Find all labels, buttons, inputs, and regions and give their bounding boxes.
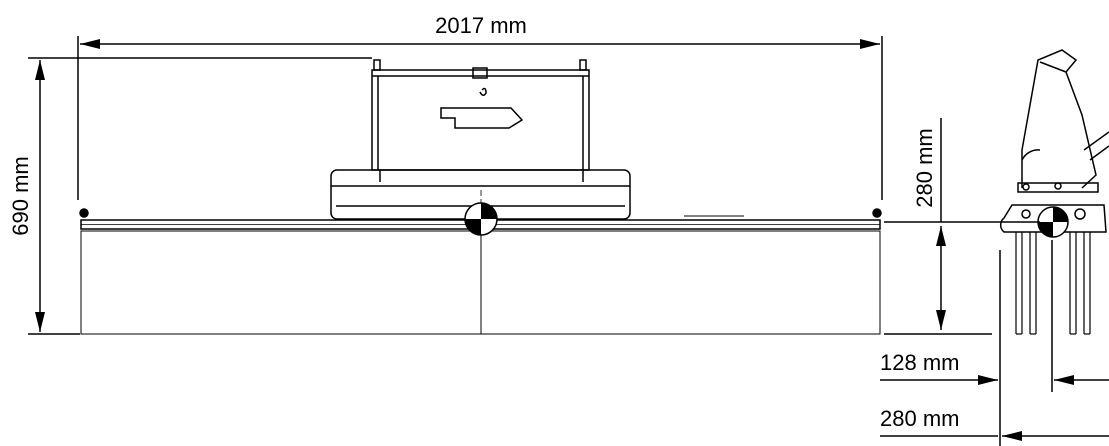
center-marker (464, 190, 498, 250)
dimension-width-label: 2017 mm (435, 13, 527, 38)
dimension-side-height-label: 280 mm (912, 128, 937, 207)
dimension-side-width-small-label: 128 mm (880, 350, 959, 375)
dimension-side-width-small: 128 mm (880, 240, 1109, 446)
side-bristles (1015, 232, 1091, 335)
brush-outline (80, 230, 881, 335)
dimension-width: 2017 mm (77, 13, 883, 200)
front-view (79, 59, 882, 335)
dimension-height-label: 690 mm (8, 156, 33, 235)
dimension-side-width-large-label: 280 mm (880, 406, 959, 431)
side-brush-head (999, 204, 1107, 233)
dimension-height: 690 mm (8, 57, 372, 335)
dimension-side-width-large: 280 mm (880, 406, 1109, 441)
hopper-box (371, 59, 590, 182)
side-center-marker (1037, 206, 1069, 238)
side-hopper-arm (1021, 49, 1097, 189)
side-view (999, 49, 1109, 335)
dimension-side-height: 280 mm (884, 118, 1040, 335)
